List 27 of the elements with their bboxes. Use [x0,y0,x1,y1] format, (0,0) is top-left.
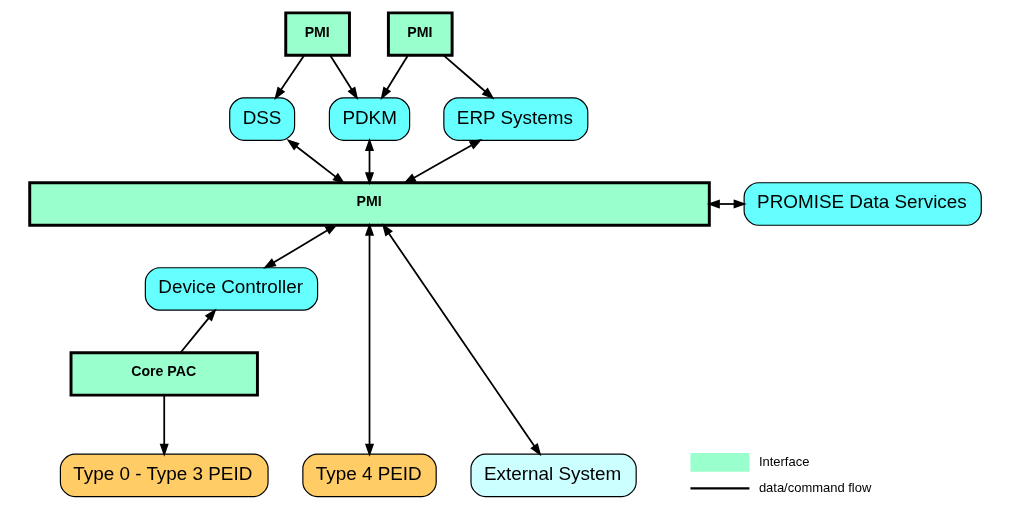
node-box: PMI [386,11,454,57]
node-box: PMI [283,11,351,57]
arrow [380,54,409,100]
node-box: ERP Systems [442,97,588,141]
arrow [262,224,338,269]
node-box: DSS [228,97,295,141]
arrow [179,308,217,354]
node-box: Type 0 - Type 3 PEID [59,453,269,498]
arrow [329,54,358,100]
arrow [159,394,169,457]
arrow [402,139,482,184]
arrow [442,54,494,100]
node-box: PMI [27,181,711,227]
node-box: External System [469,453,637,498]
arrow [286,139,345,185]
arrow [273,54,305,100]
legend-label: Interface [758,453,809,469]
node-box: Core PAC [69,351,259,397]
arrow [364,222,374,457]
node-box: Type 4 PEID [301,453,437,498]
arrow [364,137,374,186]
arrow [381,223,541,457]
node-box: PROMISE Data Services [743,182,982,226]
node-box: Device Controller [144,267,318,311]
legend-label: data/command flow [758,479,871,495]
arrow [706,199,747,209]
node-box: PDKM [328,97,410,141]
